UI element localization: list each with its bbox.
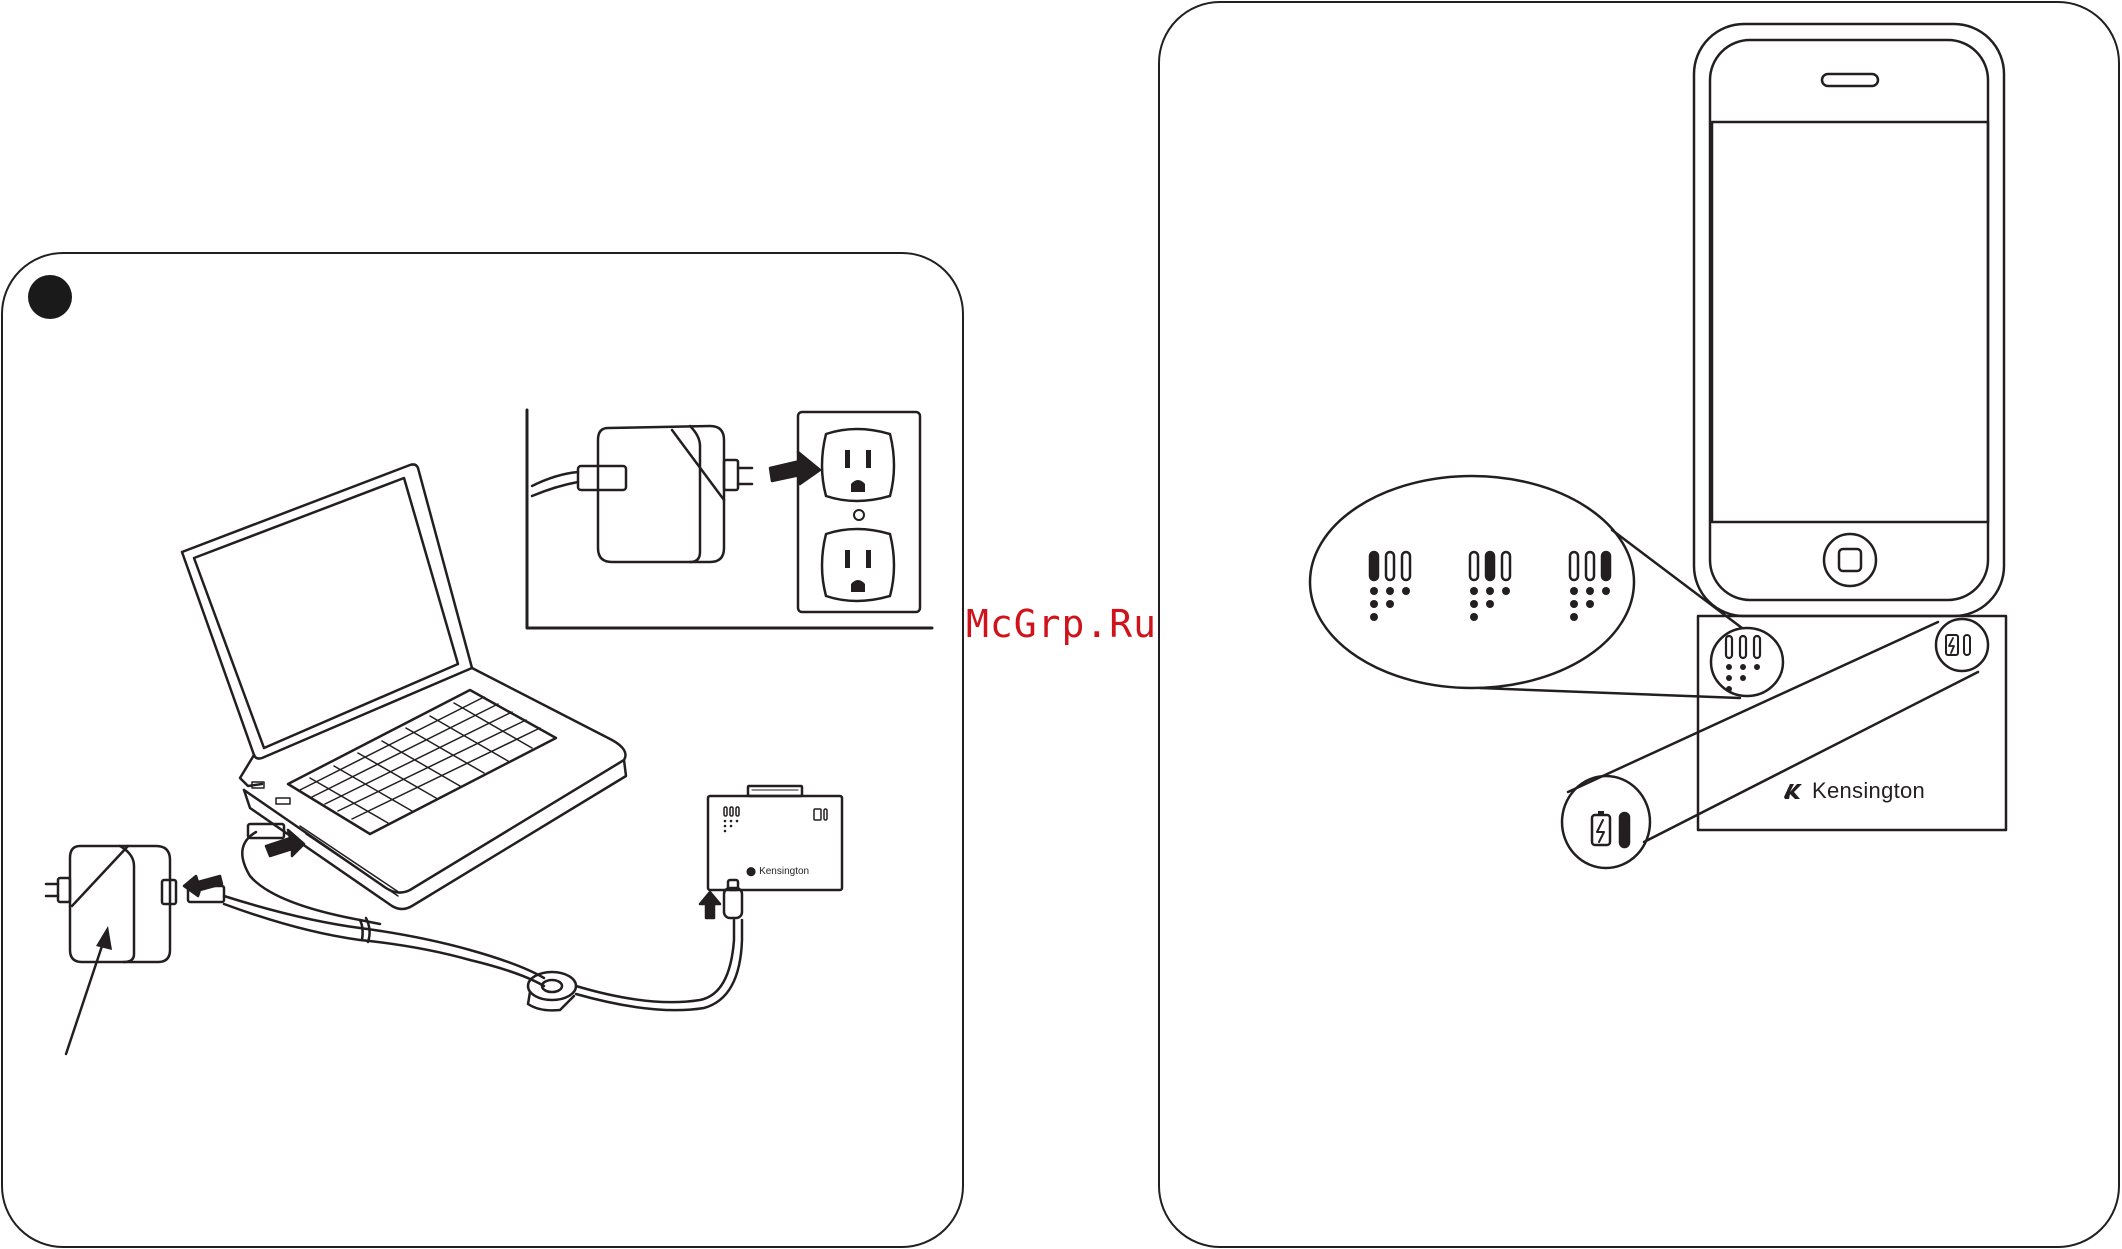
battery-pack-large-brand: Kensington xyxy=(1812,778,1925,804)
led-status-callout xyxy=(1310,476,1742,698)
kensington-logo-icon xyxy=(1782,781,1804,801)
led-state-1 xyxy=(1370,552,1410,621)
watermark-text: McGrp.Ru xyxy=(966,602,1157,646)
led-state-3 xyxy=(1570,552,1610,621)
battery-charge-icon xyxy=(1592,811,1610,845)
led-state-2 xyxy=(1470,552,1510,621)
battery-pack-large-logo: Kensington xyxy=(1782,778,1925,804)
smartphone xyxy=(1694,24,2004,616)
